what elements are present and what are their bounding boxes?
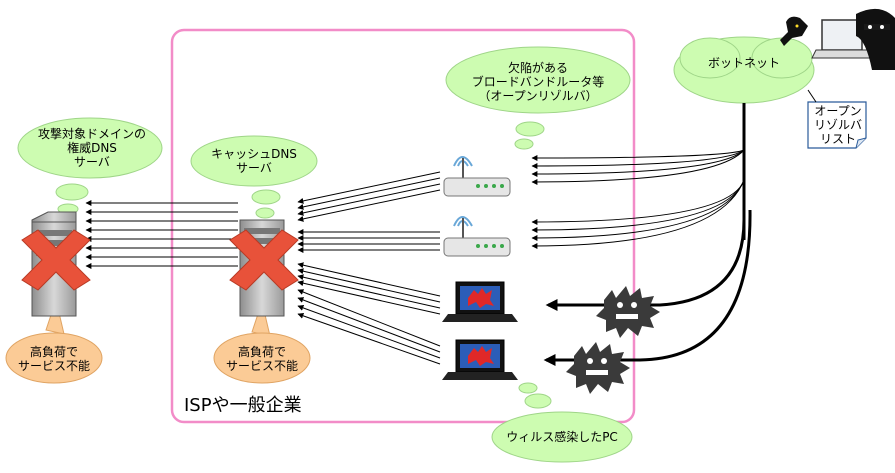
list-label-line: リゾルバ: [813, 118, 862, 132]
overload-label-left: 高負荷で サービス不能: [12, 345, 96, 373]
virus-icon: [566, 342, 630, 394]
down-x-icon: [21, 229, 91, 291]
botnet-to-list-connector: [807, 89, 817, 103]
router-icon: [443, 156, 511, 197]
target-dns-label-line: 権威DNS: [67, 141, 117, 155]
botnet-trunk: [543, 103, 752, 366]
overload-callout-right: [213, 300, 311, 384]
down-x-icon: [229, 229, 299, 291]
virus-icon: [596, 286, 660, 338]
overload-label-line: 高負荷で: [29, 345, 78, 359]
router-label-line: （オープンリゾルバ）: [478, 89, 598, 103]
overload-label-line: サービス不能: [225, 359, 298, 373]
infected-pc-cloud: [491, 382, 633, 463]
list-label-line: オープン: [814, 104, 862, 118]
query-arrows-pc1: [297, 262, 441, 315]
isp-area-border: [170, 28, 636, 424]
open-resolver-list-paper: [807, 101, 867, 149]
infected-laptop-icon: [442, 281, 518, 322]
query-arrows-router1: [297, 171, 441, 222]
vulnerable-router-label: 欠陥がある ブロードバンドルータ等 （オープンリゾルバ）: [466, 61, 610, 103]
open-resolver-list-label: オープン リゾルバ リスト: [810, 104, 866, 146]
target-dns-server: [21, 211, 91, 317]
router-label-line: ブロードバンドルータ等: [471, 75, 605, 89]
target-dns-label: 攻撃対象ドメインの 権威DNS サーバ: [38, 127, 146, 169]
overload-label-right: 高負荷で サービス不能: [220, 345, 304, 373]
botnet-cloud: [673, 36, 815, 104]
cache-dns-label: キャッシュDNS サーバ: [202, 147, 306, 175]
query-arrows-pc2: [297, 289, 441, 365]
target-dns-label-line: サーバ: [74, 155, 110, 169]
query-arrows-router2: [297, 229, 440, 253]
overload-callout-left: [5, 298, 103, 384]
infected-pc-label: ウィルス感染したPC: [506, 430, 618, 444]
overload-label-line: 高負荷で: [237, 345, 286, 359]
overload-label-line: サービス不能: [17, 359, 90, 373]
black-cat-icon: [780, 16, 808, 46]
query-arrows-to-target: [85, 200, 238, 269]
router-cloud: [445, 46, 631, 150]
hacker-icon: [780, 8, 895, 70]
target-dns-label-line: 攻撃対象ドメインの: [38, 127, 147, 141]
cache-dns-cloud: [190, 135, 318, 219]
botnet-arrows-router1: [531, 149, 745, 185]
router-label-line: 欠陥がある: [507, 61, 568, 75]
list-label-line: リスト: [819, 132, 856, 146]
isp-area-label: ISPや一般企業: [184, 395, 302, 416]
cache-dns-label-line: サーバ: [236, 161, 272, 175]
cache-dns-server: [229, 219, 299, 317]
router-icon: [443, 216, 511, 257]
infected-laptop-icon: [442, 339, 518, 380]
botnet-arrows-router2: [531, 179, 745, 249]
botnet-label: ボットネット: [707, 56, 780, 70]
cache-dns-label-line: キャッシュDNS: [211, 147, 297, 161]
